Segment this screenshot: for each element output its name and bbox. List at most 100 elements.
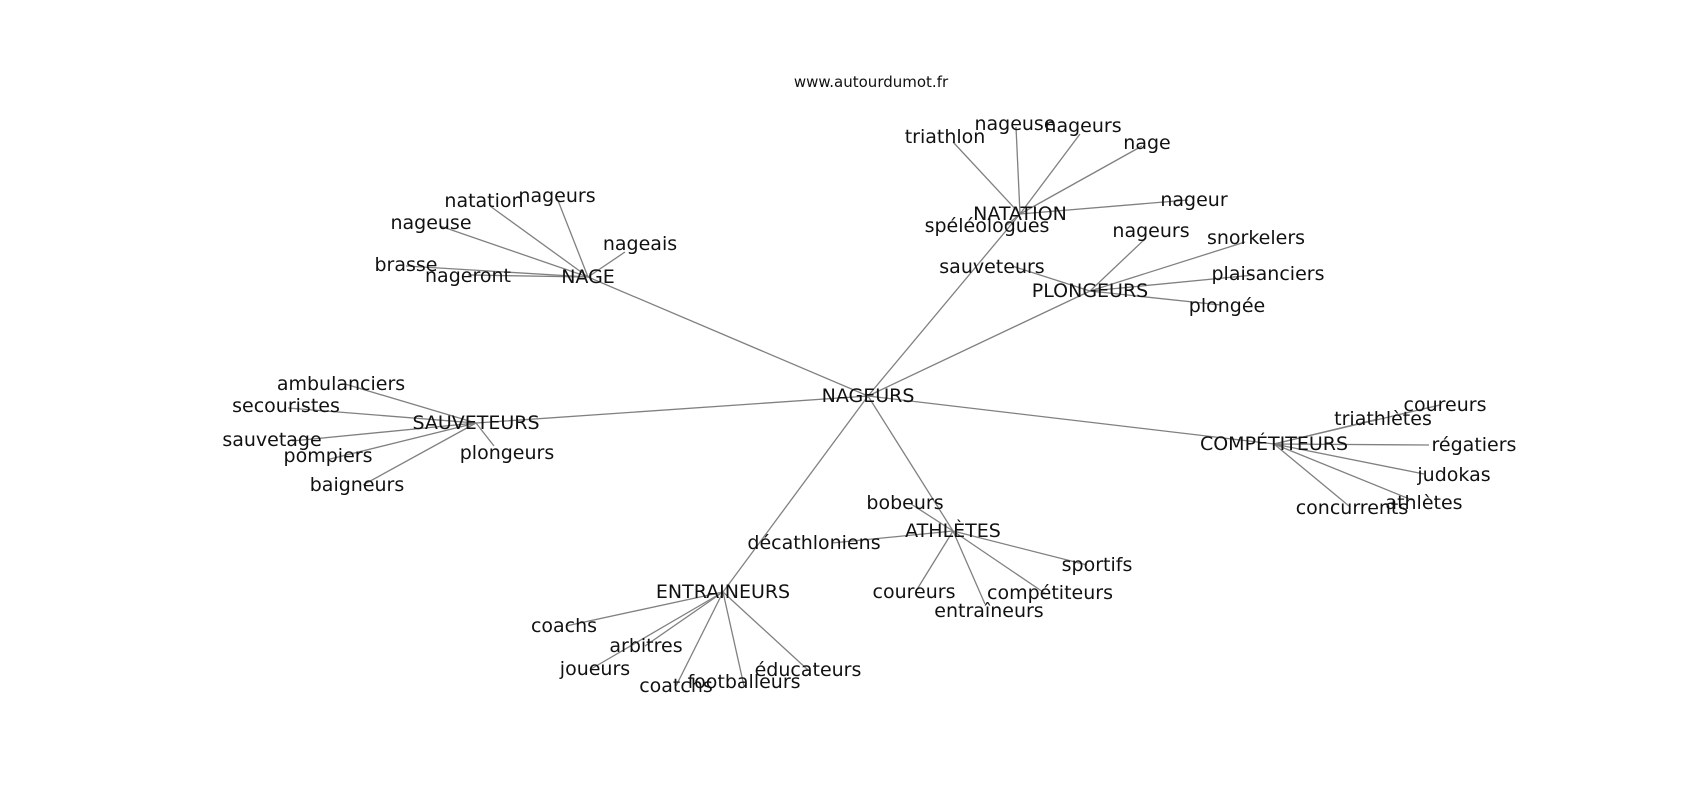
node-nage: NAGE xyxy=(561,266,615,288)
word-plongeurs-plaisanciers: plaisanciers xyxy=(1212,263,1325,285)
word-competiteurs-regatiers: régatiers xyxy=(1432,434,1517,456)
edge-nageurs-athletes xyxy=(867,395,954,532)
edge-entraineurs-educateurs xyxy=(722,591,809,671)
edge-sauveteurs-ambulanciers xyxy=(344,383,477,424)
edge-entraineurs-footballeurs xyxy=(722,591,745,687)
word-nage-nageuse: nageuse xyxy=(390,212,471,234)
word-sauveteurs-sauvetage: sauvetage xyxy=(222,429,321,451)
word-competiteurs-concurrents: concurrents xyxy=(1296,497,1409,519)
edge-athletes-sportifs xyxy=(952,530,1088,566)
edge-sauveteurs-pompiers xyxy=(329,422,477,460)
edge-nage-nageurs xyxy=(556,197,589,278)
edge-nageurs-competiteurs xyxy=(867,395,1275,445)
node-competiteurs: COMPÉTITEURS xyxy=(1200,432,1348,455)
edge-competiteurs-concurrents xyxy=(1273,443,1350,507)
edge-athletes-decathloniens xyxy=(831,530,954,544)
edge-nage-brasse xyxy=(405,265,589,278)
word-sauveteurs-baigneurs: baigneurs xyxy=(310,474,405,496)
edge-plongeurs-sauveteurs xyxy=(1011,265,1091,292)
word-athletes-competiteurs: compétiteurs xyxy=(987,582,1113,604)
word-competiteurs-coureurs: coureurs xyxy=(1404,394,1487,416)
edge-nage-nageais xyxy=(587,251,626,278)
word-nage-brasse: brasse xyxy=(374,254,437,276)
word-plongeurs-sauveteurs: sauveteurs xyxy=(939,256,1044,278)
word-athletes-entraineurs: entraîneurs xyxy=(934,600,1043,622)
edge-natation-nageurs xyxy=(1019,133,1081,215)
word-plongeurs-snorkelers: snorkelers xyxy=(1207,227,1305,249)
edge-athletes-bobeurs xyxy=(910,503,954,532)
word-sauveteurs-ambulanciers: ambulanciers xyxy=(277,373,405,395)
word-nage-nageais: nageais xyxy=(603,233,677,255)
word-entraineurs-arbitres: arbitres xyxy=(609,635,682,657)
edge-competiteurs-triathletes xyxy=(1273,418,1379,445)
word-sauveteurs-pompiers: pompiers xyxy=(284,445,373,467)
edge-entraineurs-arbitres xyxy=(644,591,724,647)
word-natation-speleologues: spéléologues xyxy=(925,215,1050,237)
edge-competiteurs-judokas xyxy=(1273,443,1425,475)
word-competiteurs-athletes: athlètes xyxy=(1385,492,1462,514)
edge-nageurs-natation xyxy=(867,213,1021,397)
graph-edges xyxy=(287,126,1441,687)
word-entraineurs-joueurs: joueurs xyxy=(559,658,630,680)
word-athletes-sportifs: sportifs xyxy=(1062,554,1133,576)
edge-athletes-competiteurs xyxy=(952,530,1047,595)
edge-sauveteurs-sauvetage xyxy=(291,422,477,442)
edge-athletes-coureurs xyxy=(915,530,954,592)
node-plongeurs: PLONGEURS xyxy=(1032,280,1148,302)
edge-plongeurs-plaisanciers xyxy=(1089,274,1255,292)
edge-natation-triathlon xyxy=(952,141,1021,215)
word-athletes-decathloniens: décathloniens xyxy=(747,532,880,554)
edge-plongeurs-snorkelers xyxy=(1089,241,1246,292)
edge-plongeurs-nageurs xyxy=(1089,237,1147,292)
word-natation-nage: nage xyxy=(1123,132,1170,154)
edge-plongeurs-plongee xyxy=(1089,290,1222,306)
word-plongeurs-nageurs: nageurs xyxy=(1112,220,1189,242)
word-entraineurs-coachs: coachs xyxy=(531,615,597,637)
edge-natation-nageuse xyxy=(1015,126,1021,215)
edge-natation-speleologues xyxy=(1006,213,1021,226)
edge-nage-nageront xyxy=(467,274,589,278)
edge-nage-natation xyxy=(489,205,589,278)
word-entraineurs-coatchs: coatchs xyxy=(639,675,713,697)
node-nageurs: NAGEURS xyxy=(822,385,915,407)
word-natation-nageuse: nageuse xyxy=(974,113,1055,135)
word-nage-nageurs: nageurs xyxy=(518,185,595,207)
edge-nageurs-sauveteurs xyxy=(475,395,869,424)
edge-natation-nageur xyxy=(1019,199,1189,215)
edge-natation-nage xyxy=(1019,145,1143,215)
word-entraineurs-footballeurs: footballeurs xyxy=(687,671,800,693)
edge-entraineurs-coatchs xyxy=(675,591,724,687)
word-entraineurs-educateurs: éducateurs xyxy=(755,659,862,681)
word-sauveteurs-secouristes: secouristes xyxy=(232,395,340,417)
edge-competiteurs-regatiers xyxy=(1273,443,1430,446)
edge-sauveteurs-baigneurs xyxy=(362,422,477,486)
source-url: www.autourdumot.fr xyxy=(793,73,949,91)
graph-labels: NAGEURSNAGEnatationnageursnageusenageais… xyxy=(222,113,1516,697)
edge-entraineurs-coachs xyxy=(565,591,724,627)
word-nage-natation: natation xyxy=(444,190,523,212)
edge-sauveteurs-secouristes xyxy=(287,407,477,424)
edge-nageurs-entraineurs xyxy=(722,395,869,593)
edge-athletes-entraineurs xyxy=(952,530,986,605)
word-athletes-coureurs: coureurs xyxy=(873,581,956,603)
edge-nage-nageuse xyxy=(439,225,589,278)
node-sauveteurs: SAUVETEURS xyxy=(412,412,539,434)
word-nage-nageront: nageront xyxy=(425,265,511,287)
node-natation: NATATION xyxy=(973,203,1067,225)
edge-sauveteurs-plongeurs xyxy=(475,422,495,447)
node-entraineurs: ENTRAINEURS xyxy=(656,581,790,603)
word-natation-nageur: nageur xyxy=(1160,189,1227,211)
edge-nageurs-plongeurs xyxy=(867,290,1091,397)
word-sauveteurs-plongeurs: plongeurs xyxy=(460,442,555,464)
word-athletes-bobeurs: bobeurs xyxy=(866,492,943,514)
node-athletes: ATHLÈTES xyxy=(905,519,1001,542)
edge-nageurs-nage xyxy=(587,276,869,397)
edge-entraineurs-joueurs xyxy=(590,591,724,670)
edge-competiteurs-athletes xyxy=(1273,443,1413,501)
word-natation-nageurs: nageurs xyxy=(1044,115,1121,137)
word-competiteurs-judokas: judokas xyxy=(1416,464,1490,486)
word-plongeurs-plongee: plongée xyxy=(1189,295,1265,317)
word-natation-triathlon: triathlon xyxy=(905,126,986,148)
word-competiteurs-triathletes: triathlètes xyxy=(1334,408,1432,430)
